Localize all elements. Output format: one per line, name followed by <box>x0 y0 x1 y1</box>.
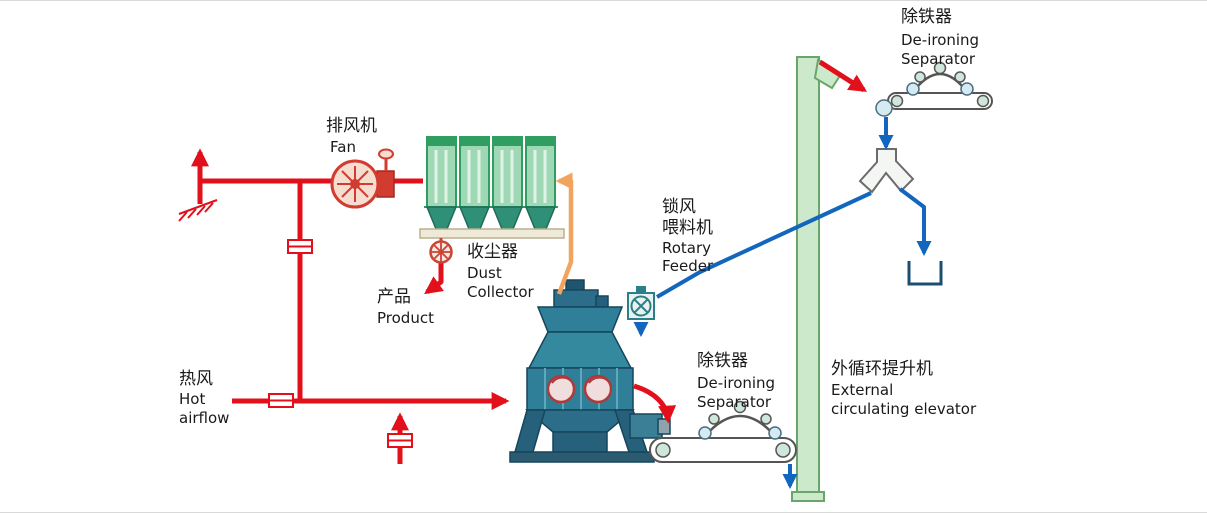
product-discharge-line <box>424 261 444 295</box>
fan-label-zh: 排风机 <box>326 116 377 136</box>
damper-valve-auxiliary <box>387 433 413 448</box>
deironing-separator-top-icon <box>906 61 974 96</box>
hot-airflow-label-zh: 热风 <box>179 369 213 389</box>
deironing-top-label-en1: De-ironing <box>901 31 979 49</box>
deironing-mid-label-zh: 除铁器 <box>697 351 748 371</box>
damper-valves <box>268 239 413 448</box>
mid-belt-conveyor <box>649 437 797 463</box>
deironing-separator-mid-icon <box>698 400 782 440</box>
elevator-discharge-line <box>818 59 868 93</box>
ground-symbol <box>178 199 218 222</box>
fan-label-en: Fan <box>330 138 356 156</box>
rotary-feeder-label-zh2: 喂料机 <box>662 218 713 238</box>
mill-motor <box>657 418 671 435</box>
collection-bin-icon <box>907 261 943 286</box>
deironing-top-label-en2: Separator <box>901 50 976 68</box>
rotary-feeder-label-en2: Feeder <box>662 257 714 275</box>
elevator-label-zh: 外循环提升机 <box>831 359 933 379</box>
bucket-elevator <box>791 56 843 502</box>
grinding-roller-left <box>546 374 576 404</box>
splitter-to-bin-line <box>898 187 932 257</box>
material-piping <box>633 117 932 490</box>
product-label-zh: 产品 <box>377 287 411 307</box>
damper-valve-recirculation <box>287 239 313 254</box>
rotary-feeder-label-zh1: 锁风 <box>662 197 696 217</box>
hot-airflow-label-en2: airflow <box>179 409 229 427</box>
dust-collector-label-en2: Collector <box>467 283 535 301</box>
mill-to-collector-duct <box>555 172 574 295</box>
elevator-boot <box>791 491 825 502</box>
mill-reject-line <box>633 383 677 424</box>
grinding-roller-right <box>583 374 613 404</box>
dust-gas-duct <box>555 172 574 295</box>
rotary-airlock-icon <box>429 240 453 264</box>
elevator-label-en1: External <box>831 381 893 399</box>
vertical-mill <box>509 279 671 463</box>
conveyor-head-pulley <box>875 99 893 117</box>
dust-collector-label-en1: Dust <box>467 264 502 282</box>
elevator-label-en2: circulating elevator <box>831 400 977 418</box>
deironing-mid-label-en1: De-ironing <box>697 374 775 392</box>
dust-collector-label-zh: 收尘器 <box>467 242 518 262</box>
damper-valve-hot-air <box>268 393 294 408</box>
mill-gearbox <box>629 413 663 439</box>
splitter-to-feeder-line <box>655 191 872 299</box>
deironing-top-label-zh: 除铁器 <box>901 7 952 27</box>
labels: 排风机 Fan 收尘器 Dust Collector 产品 Product 热风… <box>179 7 979 427</box>
dust-collector <box>419 136 565 243</box>
top-belt-conveyor <box>875 92 993 117</box>
collector-manifold <box>419 228 565 239</box>
rotary-feeder-icon <box>627 286 655 320</box>
fan-icon <box>330 148 395 209</box>
product-label-en: Product <box>377 309 434 327</box>
hot-airflow-label-en1: Hot <box>179 390 205 408</box>
deironing-mid-label-en2: Separator <box>697 393 772 411</box>
y-splitter-icon <box>858 148 915 194</box>
rotary-feeder-label-en1: Rotary <box>662 239 711 257</box>
